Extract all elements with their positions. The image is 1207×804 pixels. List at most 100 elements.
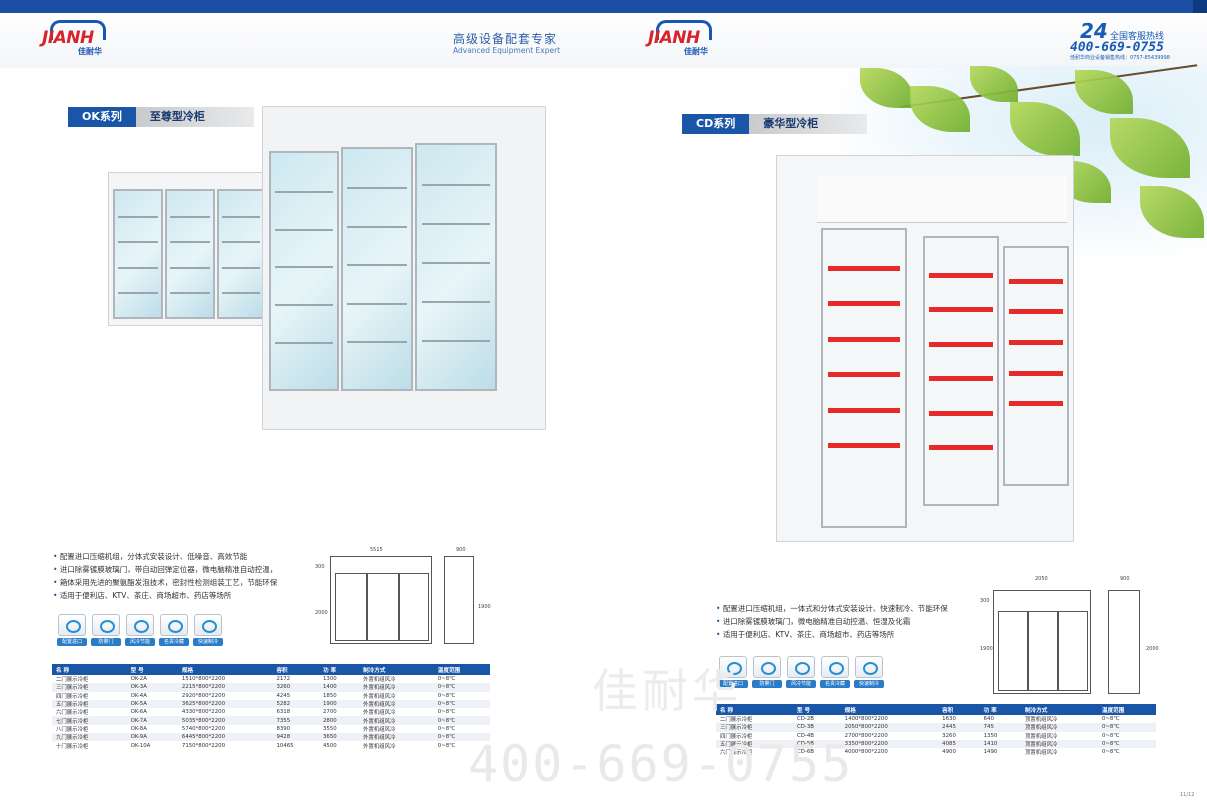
cd-dim-depth: 900 xyxy=(1120,576,1130,582)
watermark-phone: 400-669-0755 xyxy=(468,735,854,793)
antifog-door-icon: 防雾门 xyxy=(752,656,782,688)
fast-cooling-icon: 快速制冷 xyxy=(193,614,223,646)
page-header xyxy=(0,13,1207,68)
brand-logo-left: JIANH 佳耐华 xyxy=(42,20,112,56)
col-header: 制冷方式 xyxy=(1021,704,1098,715)
fridge-door xyxy=(821,228,907,528)
cd-side-drawing xyxy=(1108,590,1140,694)
compressor-icon: 配置进口 xyxy=(57,614,87,646)
top-bar-stripe xyxy=(1193,0,1207,13)
fridge-door xyxy=(415,143,497,391)
cd-feature-item: 适用于便利店、KTV、茶庄、商场超市、药店等场所 xyxy=(716,628,948,641)
leaf-icon xyxy=(1140,186,1204,238)
col-header: 名 称 xyxy=(716,704,793,715)
slogan-cn: 高级设备配套专家 xyxy=(453,32,558,46)
ok-dim-width: 5515 xyxy=(370,547,383,553)
leaf-icon xyxy=(910,86,970,132)
ok-dim-h3: 1900 xyxy=(478,604,491,610)
logo-arc-icon xyxy=(50,20,106,40)
ok-dim-h2: 2000 xyxy=(315,610,328,616)
slogan-en: Advanced Equipment Expert xyxy=(453,46,561,55)
ok-dim-depth: 900 xyxy=(456,547,466,553)
fridge-door xyxy=(923,236,999,506)
ok-feature-icons: 配置进口 防雾门 风冷节能 名贵冷藏 快速制冷 xyxy=(57,614,223,646)
logo-arc-icon xyxy=(656,20,712,40)
refrigeration-icon: 名贵冷藏 xyxy=(159,614,189,646)
cd-series-name: 豪华型冷柜 xyxy=(749,114,868,134)
ok-fridge-small xyxy=(108,172,270,326)
cd-feature-item: 进口除雾镀膜玻璃门，微电脑精准自动控温、恒湿及化霜 xyxy=(716,615,948,628)
hotline-24: 24 xyxy=(1080,19,1108,43)
col-header: 功 率 xyxy=(979,704,1021,715)
fridge-door xyxy=(269,151,339,391)
fridge-door xyxy=(1003,246,1069,486)
watermark-brand: 佳耐华 xyxy=(592,664,742,718)
leaf-icon xyxy=(1010,102,1080,156)
antifog-door-icon: 防雾门 xyxy=(91,614,121,646)
ok-side-drawing xyxy=(444,556,474,644)
drawing-door xyxy=(998,611,1028,691)
hotline-label: 全国客服热线 xyxy=(1110,32,1165,42)
cd-series-label: CD系列 豪华型冷柜 xyxy=(682,114,868,134)
col-header: 规格 xyxy=(177,664,273,675)
col-header: 型 号 xyxy=(792,704,841,715)
ok-front-drawing xyxy=(330,556,432,644)
cd-dim-h2: 1900 xyxy=(980,646,993,652)
cd-feature-item: 配置进口压缩机组，一体式和分体式安装设计、快速制冷、节能环保 xyxy=(716,602,948,615)
compressor-icon: 配置进口 xyxy=(718,656,748,688)
col-header: 温度范围 xyxy=(433,664,490,675)
ok-series-label: OK系列 至尊型冷柜 xyxy=(68,107,254,127)
fridge-door xyxy=(341,147,413,391)
cd-fridge xyxy=(776,155,1074,542)
cd-front-drawing xyxy=(993,590,1091,694)
hotline-number: 400-669-0755 xyxy=(1070,40,1164,55)
cd-series-code: CD系列 xyxy=(682,114,750,134)
leaf-icon xyxy=(1075,70,1133,114)
logo-text: JIANH xyxy=(648,28,700,48)
cd-dim-h1: 300 xyxy=(980,598,990,604)
fridge-door xyxy=(217,189,265,319)
ok-feature-item: 适用于便利店、KTV、茶庄、商场超市、药店等场所 xyxy=(53,589,277,602)
logo-cn: 佳耐华 xyxy=(78,47,102,56)
cd-feature-icons: 配置进口 防雾门 风冷节能 名贵冷藏 快速制冷 xyxy=(718,656,884,688)
col-header: 制冷方式 xyxy=(359,664,434,675)
drawing-door xyxy=(367,573,399,641)
drawing-door xyxy=(335,573,367,641)
drawing-door xyxy=(1058,611,1088,691)
ok-series-code: OK系列 xyxy=(68,107,136,127)
page-number: 11/12 xyxy=(1180,792,1195,798)
brand-logo-right: JIANH 佳耐华 xyxy=(648,20,718,56)
ok-feature-item: 配置进口压缩机组，分体式安装设计、低噪音、高效节能 xyxy=(53,550,277,563)
col-header: 容积 xyxy=(272,664,319,675)
ok-dim-h1: 300 xyxy=(315,564,325,570)
hotline-sub: 佳耐华商业设备销售热线：0757-85439998 xyxy=(1070,55,1170,61)
air-cooling-icon: 风冷节能 xyxy=(786,656,816,688)
ok-feature-list: 配置进口压缩机组，分体式安装设计、低噪音、高效节能 进口除雾镀膜玻璃门，带自动回… xyxy=(53,550,278,602)
col-header: 型 号 xyxy=(126,664,178,675)
refrigeration-icon: 名贵冷藏 xyxy=(820,656,850,688)
col-header: 功 率 xyxy=(318,664,360,675)
air-cooling-icon: 风冷节能 xyxy=(125,614,155,646)
drawing-door xyxy=(1028,611,1058,691)
fast-cooling-icon: 快速制冷 xyxy=(854,656,884,688)
ok-fridge-large xyxy=(262,106,546,430)
col-header: 温度范围 xyxy=(1097,704,1156,715)
cd-feature-list: 配置进口压缩机组，一体式和分体式安装设计、快速制冷、节能环保 进口除雾镀膜玻璃门… xyxy=(716,602,948,641)
top-bar xyxy=(0,0,1207,13)
fridge-door xyxy=(165,189,215,319)
fridge-door xyxy=(113,189,163,319)
